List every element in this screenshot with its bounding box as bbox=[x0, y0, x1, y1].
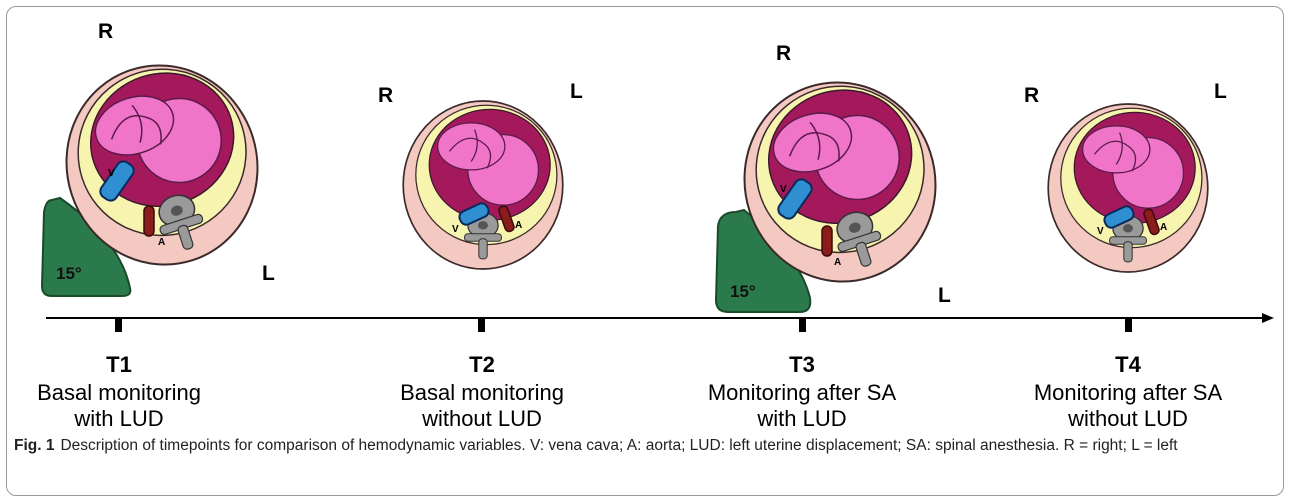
aorta-t1 bbox=[144, 206, 154, 236]
timepoint-desc-t2: Basal monitoring without LUD bbox=[322, 380, 642, 432]
timepoint-desc-line1: Basal monitoring bbox=[0, 380, 279, 406]
tick-t1 bbox=[115, 318, 122, 332]
timepoint-id-t3: T3 bbox=[652, 352, 952, 378]
tick-t2 bbox=[478, 318, 485, 332]
timepoint-desc-line2: without LUD bbox=[322, 406, 642, 432]
vein-label-t2: V bbox=[452, 224, 459, 235]
left-label-t4: L bbox=[1214, 80, 1227, 104]
tilt-label-t3: 15° bbox=[730, 282, 756, 302]
figure-caption: Fig. 1 Description of timepoints for comp… bbox=[14, 436, 1276, 456]
timepoint-desc-line2: with LUD bbox=[0, 406, 279, 432]
timepoint-desc-line2: with LUD bbox=[642, 406, 962, 432]
timeline-arrow-icon bbox=[1262, 313, 1274, 323]
artery-label-t2: A bbox=[515, 220, 522, 231]
tilt-label-t1: 15° bbox=[56, 264, 82, 284]
caption-label: Fig. 1 bbox=[14, 437, 54, 454]
vein-label-t4: V bbox=[1097, 226, 1104, 237]
caption-text: Description of timepoints for comparison… bbox=[60, 437, 1177, 454]
timepoint-desc-line1: Monitoring after SA bbox=[642, 380, 962, 406]
right-label-t1: R bbox=[98, 20, 113, 44]
timepoint-desc-t3: Monitoring after SA with LUD bbox=[642, 380, 962, 432]
timepoint-desc-line2: without LUD bbox=[968, 406, 1288, 432]
artery-label-t1: A bbox=[158, 237, 165, 248]
right-label-t2: R bbox=[378, 84, 393, 108]
timepoint-id-t4: T4 bbox=[978, 352, 1278, 378]
timepoint-id-t2: T2 bbox=[332, 352, 632, 378]
right-label-t4: R bbox=[1024, 84, 1039, 108]
aorta-t3 bbox=[822, 226, 832, 256]
timepoint-id-t1: T1 bbox=[0, 352, 269, 378]
timepoint-desc-t1: Basal monitoring with LUD bbox=[0, 380, 279, 432]
left-label-t3: L bbox=[938, 284, 951, 308]
left-label-t2: L bbox=[570, 80, 583, 104]
timepoint-desc-t4: Monitoring after SA without LUD bbox=[968, 380, 1288, 432]
artery-label-t3: A bbox=[834, 257, 841, 268]
cross-section-t2 bbox=[403, 101, 563, 269]
tick-t3 bbox=[799, 318, 806, 332]
artery-label-t4: A bbox=[1160, 222, 1167, 233]
vein-label-t1: V bbox=[108, 168, 115, 179]
tick-t4 bbox=[1125, 318, 1132, 332]
left-label-t1: L bbox=[262, 262, 275, 286]
timepoint-desc-line1: Basal monitoring bbox=[322, 380, 642, 406]
right-label-t3: R bbox=[776, 42, 791, 66]
cross-section-t4 bbox=[1048, 104, 1208, 272]
timepoint-desc-line1: Monitoring after SA bbox=[968, 380, 1288, 406]
vein-label-t3: V bbox=[780, 184, 787, 195]
